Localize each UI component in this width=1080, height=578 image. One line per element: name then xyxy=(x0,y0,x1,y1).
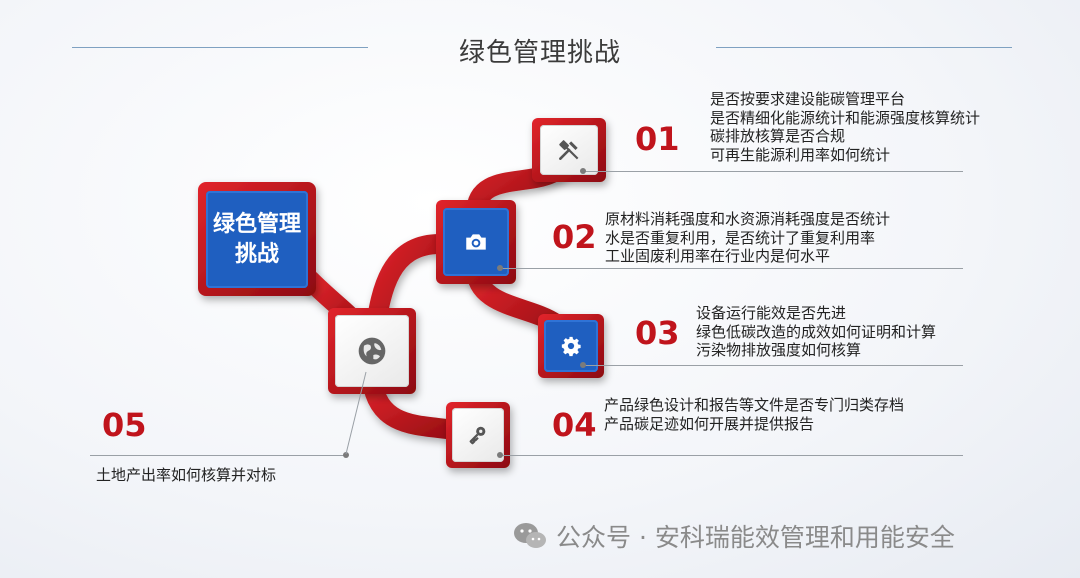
item-02-line: 水是否重复利用，是否统计了重复利用率 xyxy=(605,228,876,247)
item-01-number: 01 xyxy=(635,120,680,158)
item-02-line: 原材料消耗强度和水资源消耗强度是否统计 xyxy=(605,210,891,228)
item-05-connector xyxy=(345,371,367,455)
title-right-line xyxy=(716,47,1012,48)
item-04-line: 产品碳足迹如何开展并提供报告 xyxy=(604,414,815,433)
item-02-number: 02 xyxy=(552,218,597,256)
item-03-line: 污染物排放强度如何核算 xyxy=(696,341,862,359)
tile-01 xyxy=(540,125,598,175)
item-01-line: 碳排放核算是否合规 xyxy=(710,127,846,145)
item-03-underline xyxy=(583,365,963,366)
wechat-icon xyxy=(514,523,546,548)
globe-icon xyxy=(358,337,386,365)
item-05-line: 土地产出率如何核算并对标 xyxy=(96,466,277,484)
tile-03 xyxy=(544,320,598,372)
item-04-dot xyxy=(497,452,503,458)
item-01-line: 可再生能源利用率如何统计 xyxy=(710,145,891,164)
item-04-line: 产品绿色设计和报告等文件是否专门归类存档 xyxy=(604,396,905,414)
title-left-line xyxy=(72,47,368,48)
key-icon xyxy=(469,426,486,445)
item-01-line: 是否按要求建设能碳管理平台 xyxy=(710,90,906,108)
item-01-line: 是否精细化能源统计和能源强度核算统计 xyxy=(710,108,981,127)
item-01-dot xyxy=(580,168,586,174)
tile-02 xyxy=(443,208,509,276)
item-01-description: 是否按要求建设能碳管理平台 是否精细化能源统计和能源强度核算统计 碳排放核算是否… xyxy=(710,90,980,164)
tile-04 xyxy=(452,408,504,462)
center-label-line1: 绿色管理 xyxy=(212,211,301,237)
item-05-number: 05 xyxy=(102,406,147,444)
watermark: 公众号 · 安科瑞能效管理和用能安全 xyxy=(512,518,955,554)
camera-icon xyxy=(466,234,486,250)
tile-05 xyxy=(335,315,409,387)
item-05-dot xyxy=(343,452,349,458)
item-05-description: 土地产出率如何核算并对标 xyxy=(96,466,276,485)
item-05-underline xyxy=(90,455,346,456)
item-03-line: 设备运行能效是否先进 xyxy=(696,304,847,322)
item-04-description: 产品绿色设计和报告等文件是否专门归类存档 产品碳足迹如何开展并提供报告 xyxy=(604,396,904,433)
item-02-line: 工业固废利用率在行业内是何水平 xyxy=(605,247,831,265)
item-01-underline xyxy=(583,171,963,172)
item-03-description: 设备运行能效是否先进 绿色低碳改造的成效如何证明和计算 污染物排放强度如何核算 xyxy=(696,304,936,360)
item-02-description: 原材料消耗强度和水资源消耗强度是否统计 水是否重复利用，是否统计了重复利用率 工… xyxy=(605,210,890,266)
item-03-dot xyxy=(580,362,586,368)
item-04-number: 04 xyxy=(552,406,597,444)
item-02-dot xyxy=(497,265,503,271)
center-label-line2: 挑战 xyxy=(234,241,279,267)
center-label-tile: 绿色管理 挑战 xyxy=(206,191,308,288)
item-04-underline xyxy=(500,455,963,456)
tools-icon xyxy=(559,140,579,160)
watermark-text: 公众号 · 安科瑞能效管理和用能安全 xyxy=(556,523,955,552)
item-02-underline xyxy=(500,268,963,269)
item-03-number: 03 xyxy=(635,314,680,352)
item-03-line: 绿色低碳改造的成效如何证明和计算 xyxy=(696,322,937,341)
gear-icon xyxy=(561,336,581,357)
page-title: 绿色管理挑战 xyxy=(458,38,621,68)
